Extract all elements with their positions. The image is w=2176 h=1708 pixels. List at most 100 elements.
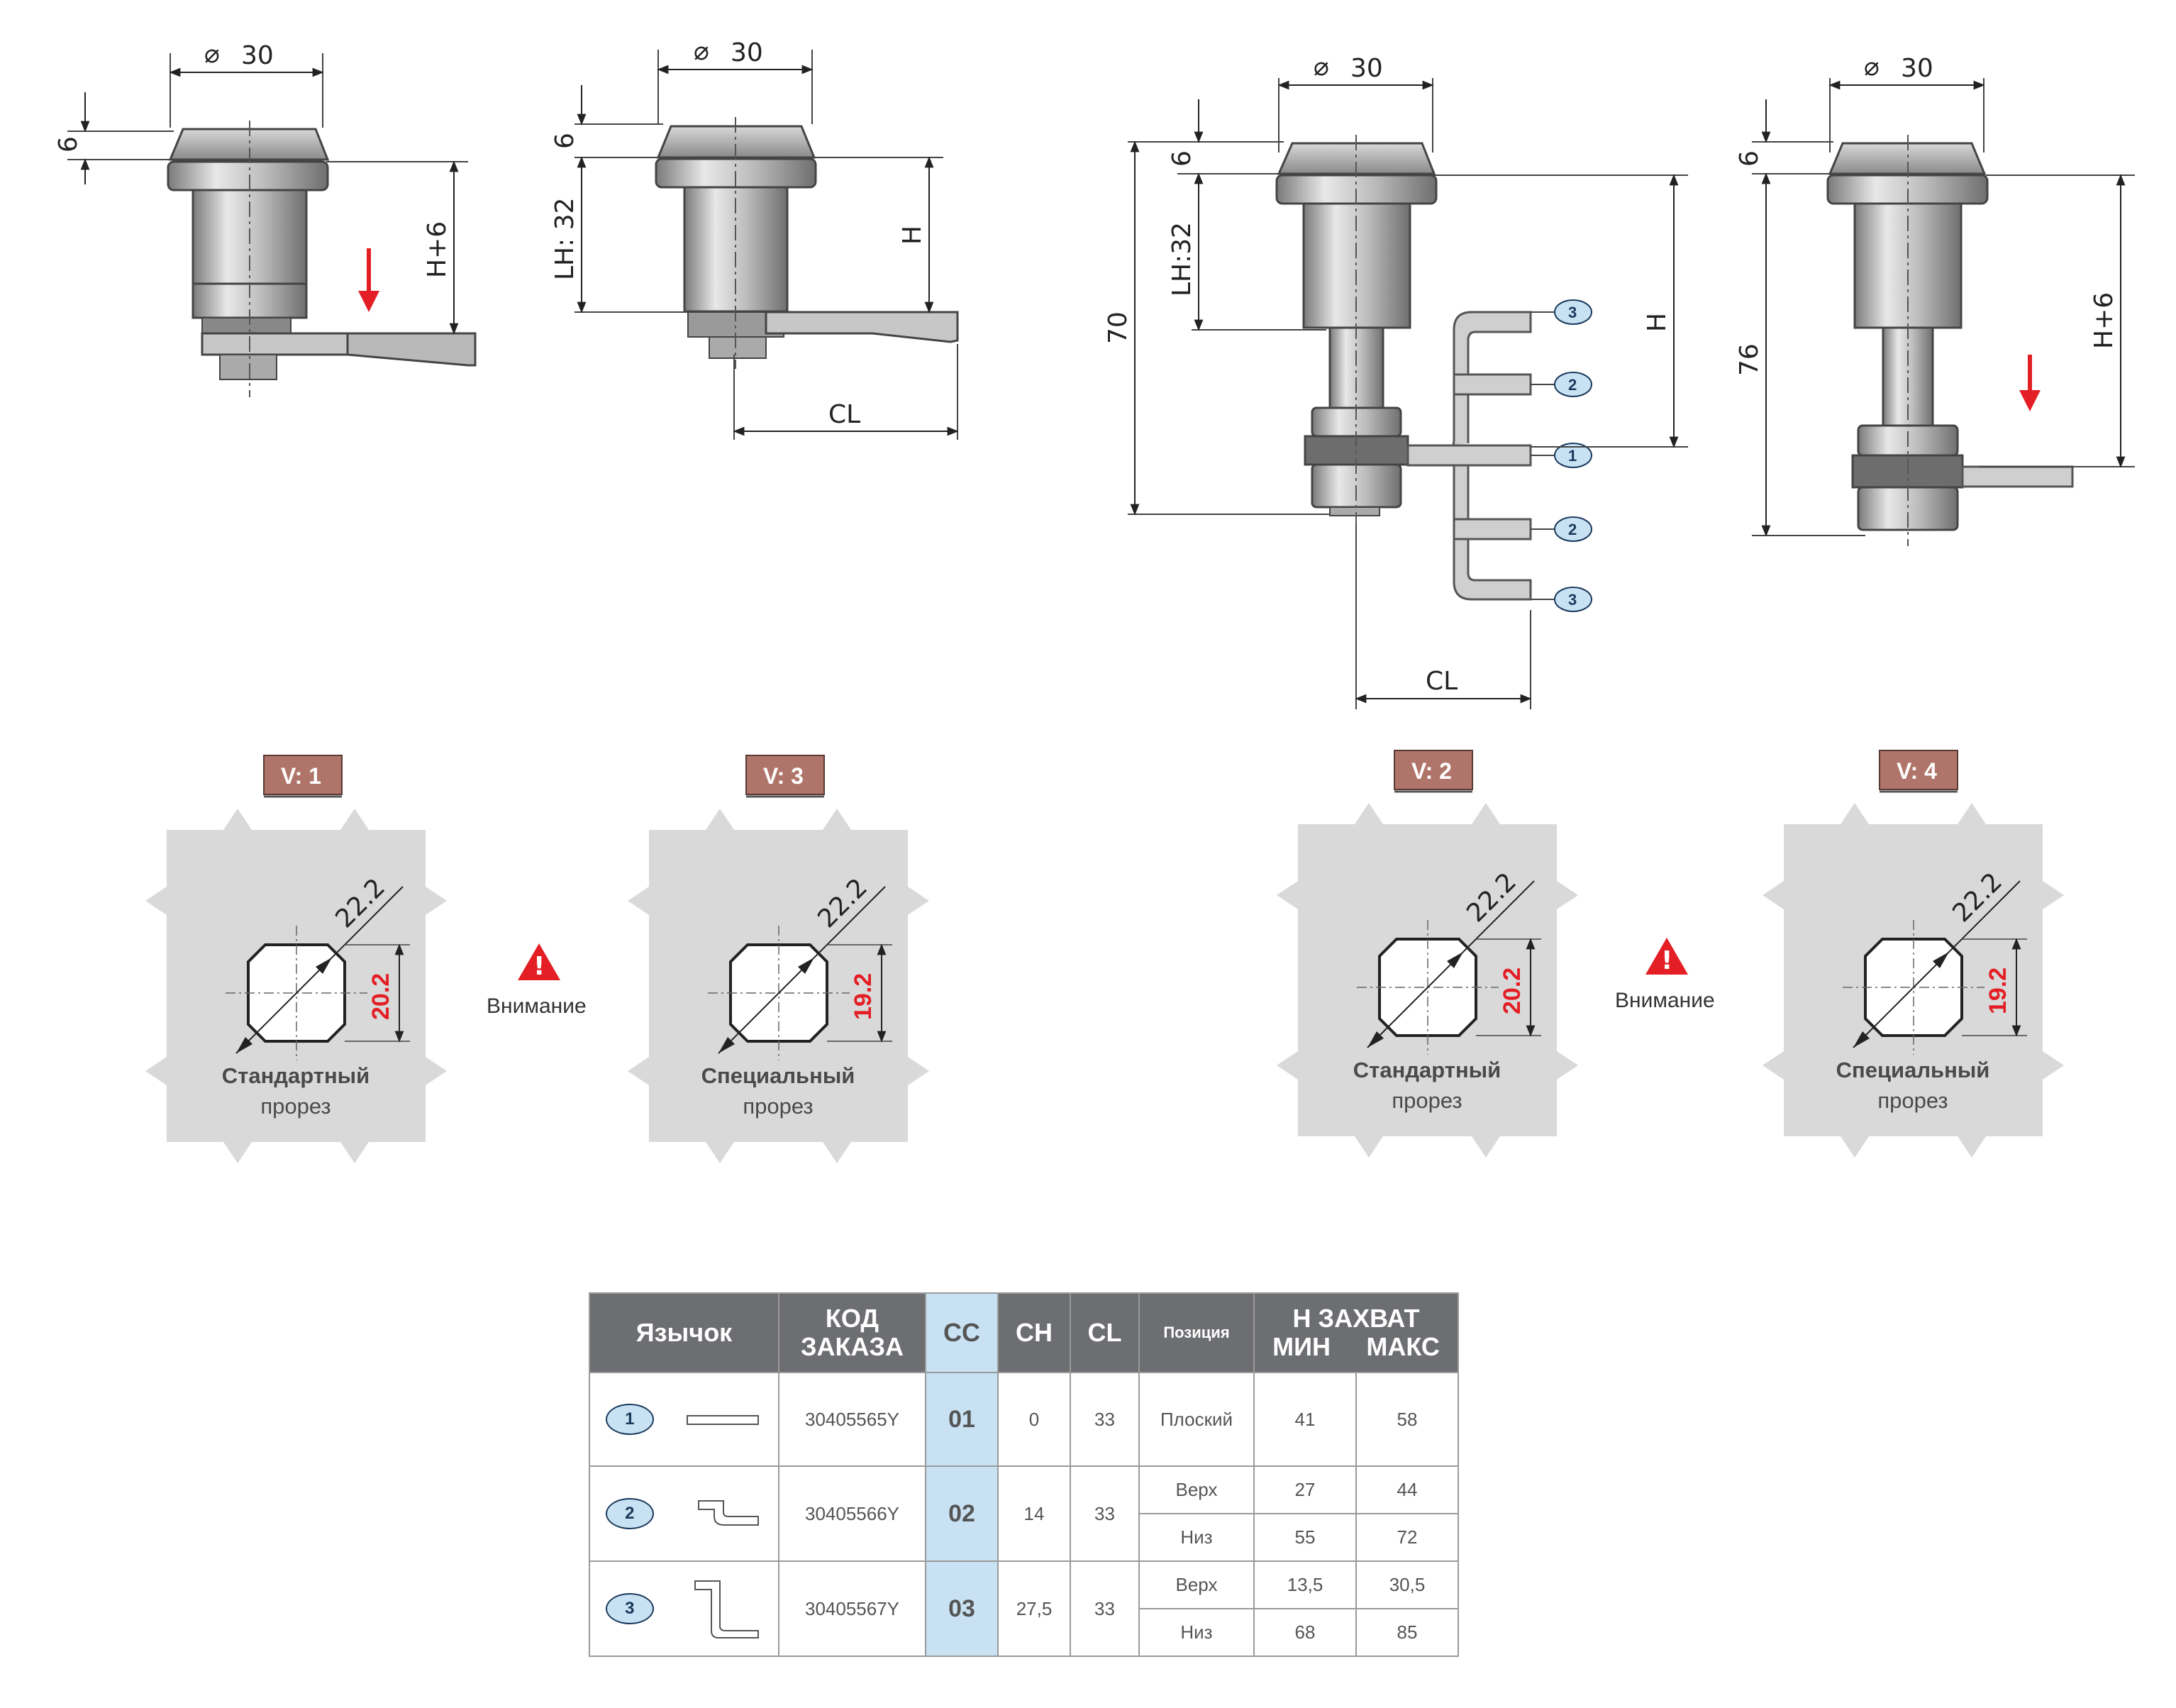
cutout-type-label: Стандартный — [222, 1063, 370, 1088]
dim-6: 6 — [1167, 150, 1197, 167]
diameter-label: 30 — [731, 38, 763, 67]
tongue-cell: 3 — [589, 1560, 779, 1657]
min-value: 68 — [1253, 1608, 1357, 1657]
dim-lh32: LH:32 — [1167, 222, 1197, 296]
cutout-type-label: Специальный — [1836, 1058, 1990, 1082]
order-code: 30405565Y — [778, 1372, 926, 1467]
cutout-type-label: Специальный — [701, 1063, 855, 1088]
height-dimension: 20.2 — [1499, 967, 1526, 1014]
dim-6: 6 — [550, 133, 579, 149]
variant-tag: V: 1 — [263, 755, 343, 798]
height-dimension: 20.2 — [367, 973, 394, 1020]
warning-label: Внимание — [487, 994, 587, 1018]
header-cl: CL — [1070, 1292, 1140, 1373]
min-value: 13,5 — [1253, 1560, 1357, 1609]
svg-text:2: 2 — [1568, 521, 1577, 538]
min-value: 55 — [1253, 1513, 1357, 1562]
callout-2-bottom: 2 — [1554, 516, 1592, 542]
warning-left: ! Внимание — [487, 943, 587, 1018]
variant-tag-label: V: 2 — [1411, 758, 1452, 784]
table-row: Низ 68 85 — [589, 1608, 1459, 1657]
dim-6: 6 — [54, 136, 83, 152]
order-code: 30405567Y — [778, 1560, 926, 1657]
deep-offset-tongue-icon — [694, 1580, 760, 1638]
cutout-subtitle: прорез — [1392, 1088, 1462, 1113]
position-badge: 3 — [605, 1593, 654, 1624]
min-value: 41 — [1253, 1372, 1357, 1467]
dim-h: H — [1643, 313, 1672, 332]
order-code: 30405566Y — [778, 1465, 926, 1562]
dim-h-plus-6: H+6 — [423, 221, 452, 278]
ch-value: 27,5 — [997, 1560, 1071, 1657]
variant-tag-label: V: 3 — [763, 763, 804, 789]
callout-3-top: 3 — [1554, 299, 1592, 325]
table-row: 2 30405566Y 02 14 33 Верх 27 44 — [589, 1465, 1459, 1562]
table-row: Низ 55 72 — [589, 1513, 1459, 1562]
warning-right: ! Внимание — [1615, 938, 1715, 1012]
height-dimension: 19.2 — [850, 973, 877, 1020]
header-position: Позиция — [1138, 1292, 1255, 1373]
variant-tag-label: V: 1 — [281, 763, 321, 789]
ch-value: 0 — [997, 1372, 1071, 1467]
warning-icon: ! — [1661, 946, 1672, 975]
lock-drawing-3: ⌀ 30 6 LH:32 70 3 2 1 2 — [1104, 52, 1688, 709]
offset-tongue-icon — [698, 1500, 760, 1526]
svg-text:3: 3 — [1568, 304, 1577, 321]
tongue-cell: 1 — [589, 1372, 779, 1467]
max-value: 58 — [1355, 1372, 1459, 1467]
diameter-label: 30 — [1901, 54, 1933, 83]
position-badge: 2 — [605, 1498, 654, 1529]
dim-lh32: LH: 32 — [550, 197, 579, 280]
warning-icon: ! — [533, 952, 545, 981]
svg-text:2: 2 — [1568, 376, 1577, 394]
cutout-subtitle: прорез — [1877, 1088, 1948, 1113]
technical-drawing: ⌀ 30 6 H+6 ⌀ 30 6 LH: 32 — [54, 37, 2135, 1163]
position-value: Низ — [1138, 1608, 1255, 1657]
header-ch: CH — [997, 1292, 1071, 1373]
diameter-symbol: ⌀ — [204, 40, 220, 69]
variant-tag-label: V: 4 — [1897, 758, 1937, 784]
lock-drawing-1: ⌀ 30 6 H+6 — [54, 40, 477, 397]
variant-tag: V: 2 — [1394, 750, 1473, 793]
header-cc: CC — [925, 1292, 999, 1373]
callout-2-top: 2 — [1554, 372, 1592, 397]
dim-70: 70 — [1104, 311, 1133, 344]
cutout-type-label: Стандартный — [1353, 1058, 1501, 1082]
height-dimension: 19.2 — [1985, 967, 2011, 1014]
max-value: 30,5 — [1355, 1560, 1459, 1609]
min-value: 27 — [1253, 1465, 1357, 1514]
lock-drawing-4: ⌀ 30 6 76 H+6 — [1735, 52, 2135, 546]
callout-1: 1 — [1554, 443, 1592, 468]
cutout-subtitle: прорез — [260, 1094, 331, 1119]
cl-value: 33 — [1070, 1465, 1140, 1562]
svg-text:⌀: ⌀ — [1314, 52, 1329, 82]
svg-text:⌀: ⌀ — [694, 37, 709, 66]
svg-text:1: 1 — [1568, 447, 1577, 465]
warning-label: Внимание — [1615, 989, 1715, 1012]
dim-h-plus-6: H+6 — [2089, 292, 2119, 349]
max-value: 44 — [1355, 1465, 1459, 1514]
dim-h: H — [898, 226, 927, 245]
ch-value: 14 — [997, 1465, 1071, 1562]
variant-tag: V: 3 — [745, 755, 825, 798]
table-row: 3 30405567Y 03 27,5 33 Верх 13,5 30,5 — [589, 1560, 1459, 1657]
callout-3-bottom: 3 — [1554, 587, 1592, 612]
cl-value: 33 — [1070, 1372, 1140, 1467]
diameter-label: 30 — [241, 41, 274, 70]
cl-value: 33 — [1070, 1560, 1140, 1657]
max-value: 72 — [1355, 1513, 1459, 1562]
cc-value: 03 — [925, 1560, 999, 1657]
lock-drawing-2: ⌀ 30 6 LH: 32 H CL — [550, 37, 959, 440]
position-value: Низ — [1138, 1513, 1255, 1562]
flat-tongue-icon — [687, 1415, 760, 1425]
svg-text:3: 3 — [1568, 591, 1577, 609]
dim-6: 6 — [1735, 150, 1764, 167]
svg-text:⌀: ⌀ — [1864, 52, 1880, 82]
position-value: Верх — [1138, 1560, 1255, 1609]
